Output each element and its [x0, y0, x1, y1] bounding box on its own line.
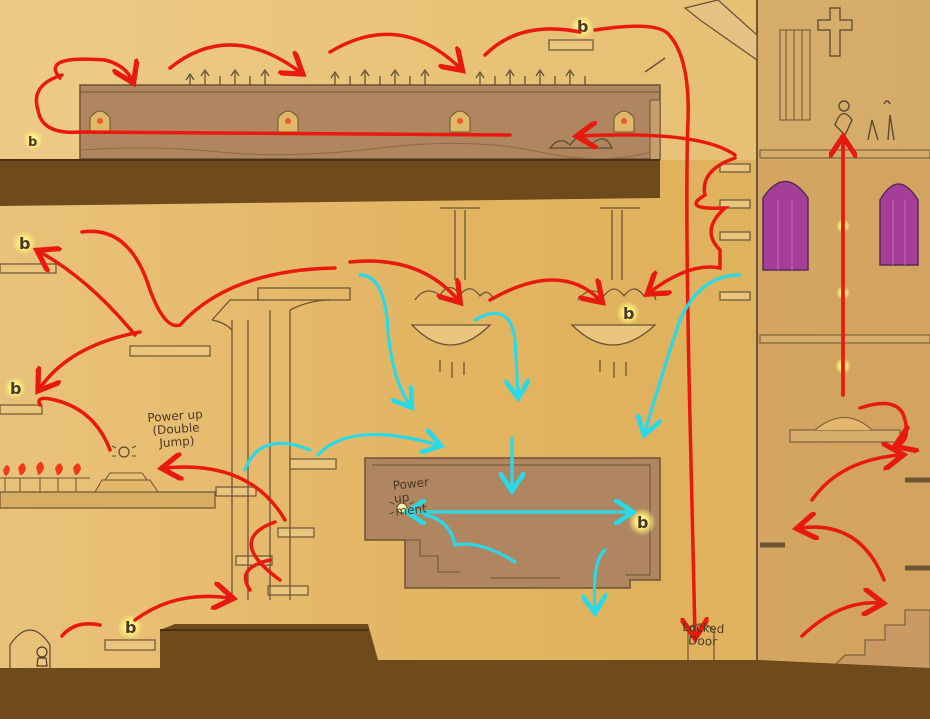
collectible-6: b	[637, 513, 648, 532]
collectible-5: b	[623, 304, 634, 323]
collectible-2: b	[28, 135, 37, 150]
collectible-3: b	[19, 234, 30, 253]
collectible-4: b	[10, 379, 21, 398]
upper-floor	[0, 160, 660, 206]
